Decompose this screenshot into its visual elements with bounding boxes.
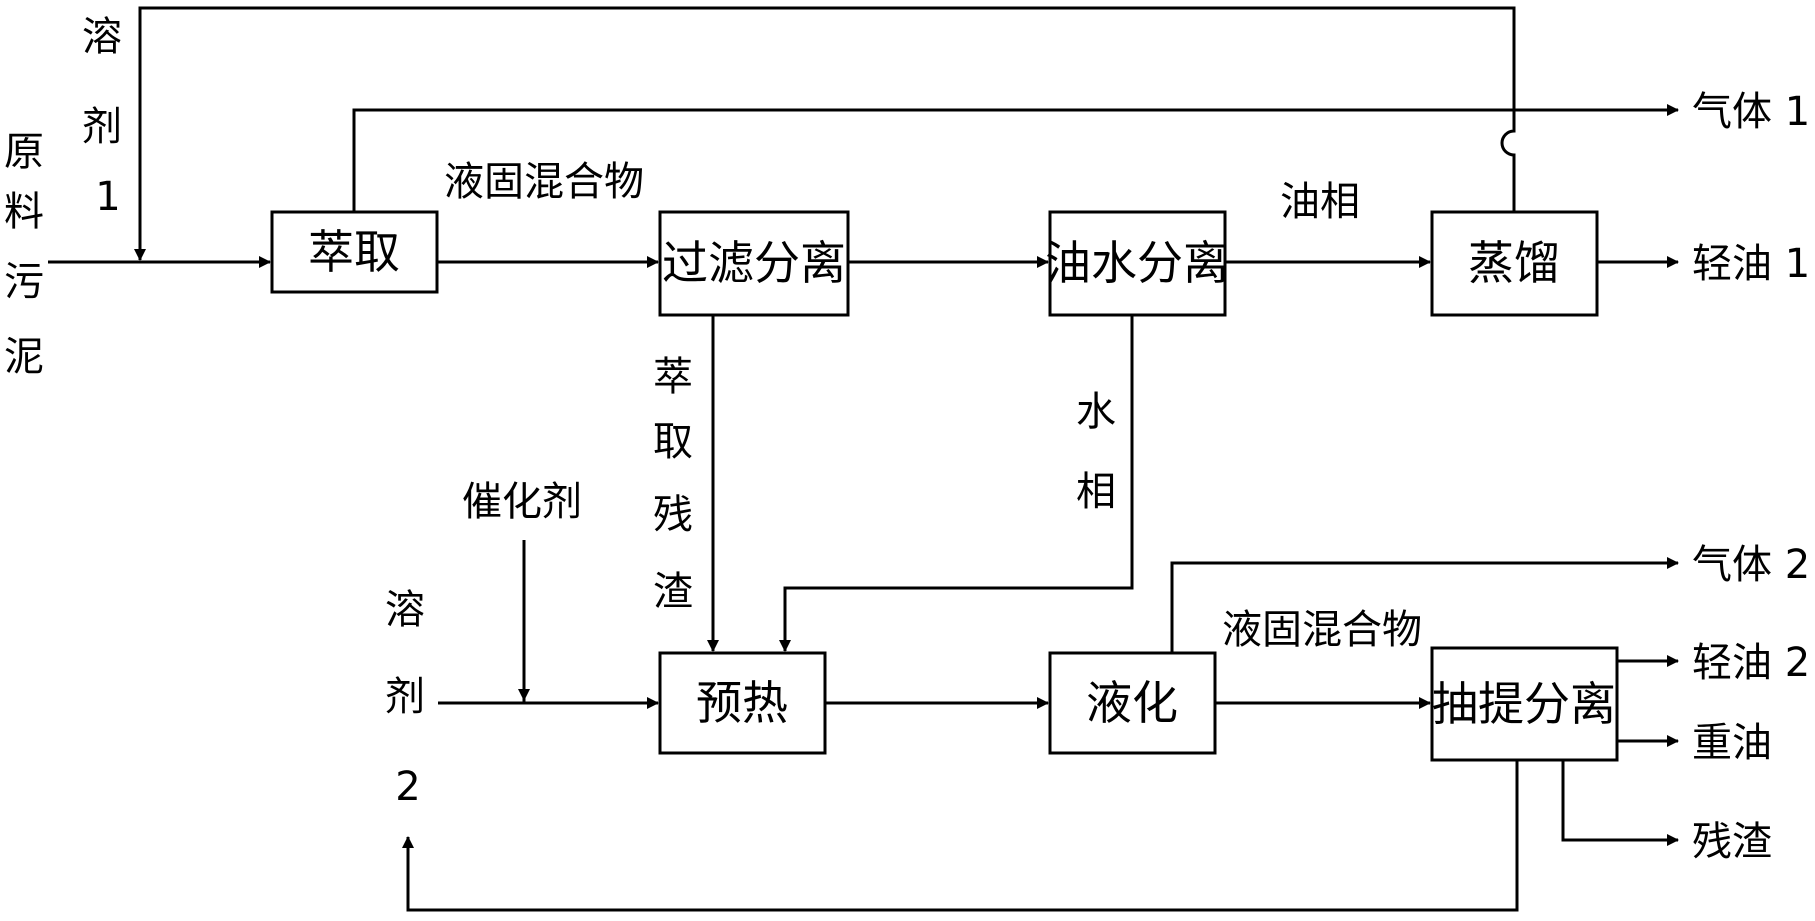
arrow-gas2 <box>1170 557 1679 653</box>
box-filtration-label: 过滤分离 <box>662 236 846 290</box>
label-light-oil2: 轻油 2 <box>1692 640 1810 686</box>
svg-text:相: 相 <box>1076 469 1116 515</box>
box-preheat: 预热 <box>658 651 827 755</box>
box-distillation-label: 蒸馏 <box>1468 236 1560 290</box>
arrow-solvent2-recycle <box>402 760 1519 912</box>
label-oil-phase: 油相 <box>1280 179 1360 225</box>
arrow-residue <box>1561 760 1679 846</box>
svg-text:原: 原 <box>4 129 44 175</box>
arrow-solvent1-recycle <box>134 6 1516 261</box>
label-solvent2: 溶 剂 2 <box>385 587 425 810</box>
svg-text:1: 1 <box>95 174 120 220</box>
arrow-water-to-preheat <box>779 315 1134 652</box>
box-liquefaction-label: 液化 <box>1086 676 1178 730</box>
arrow-gas1 <box>352 104 1679 212</box>
box-filtration: 过滤分离 <box>658 210 850 317</box>
svg-text:剂: 剂 <box>385 674 425 720</box>
label-solvent1: 溶 剂 1 <box>82 14 122 220</box>
svg-text:残: 残 <box>653 492 693 538</box>
box-extraction: 萃取 <box>270 210 439 294</box>
label-light-oil1: 轻油 1 <box>1692 241 1810 287</box>
box-oil-water-separation: 油水分离 <box>1045 210 1229 317</box>
svg-text:渣: 渣 <box>653 569 693 615</box>
label-water-phase: 水 相 <box>1076 389 1116 515</box>
label-solid-liquid-mix-1: 液固混合物 <box>444 159 644 205</box>
svg-text:2: 2 <box>395 764 420 810</box>
svg-text:污: 污 <box>4 259 44 305</box>
svg-text:溶: 溶 <box>82 14 122 60</box>
svg-text:泥: 泥 <box>4 334 44 380</box>
label-gas1: 气体 1 <box>1692 89 1810 135</box>
svg-text:萃: 萃 <box>653 354 693 400</box>
box-stripping-separation: 抽提分离 <box>1430 646 1619 762</box>
label-catalyst: 催化剂 <box>462 479 582 525</box>
svg-text:取: 取 <box>653 419 693 465</box>
box-distillation: 蒸馏 <box>1430 210 1599 317</box>
label-solid-liquid-mix-2: 液固混合物 <box>1222 607 1422 653</box>
svg-text:剂: 剂 <box>82 104 122 150</box>
label-residue: 残渣 <box>1692 819 1772 865</box>
label-heavy-oil: 重油 <box>1692 720 1772 766</box>
box-oil-water-label: 油水分离 <box>1045 236 1229 290</box>
box-preheat-label: 预热 <box>696 676 788 730</box>
box-liquefaction: 液化 <box>1048 651 1217 755</box>
svg-text:溶: 溶 <box>385 587 425 633</box>
box-extraction-label: 萃取 <box>308 225 400 279</box>
svg-text:料: 料 <box>4 189 44 235</box>
label-extraction-residue: 萃 取 残 渣 <box>653 354 693 615</box>
label-raw-sludge: 原 料 污 泥 <box>4 129 44 380</box>
svg-text:水: 水 <box>1076 389 1116 435</box>
label-gas2: 气体 2 <box>1692 542 1810 588</box>
box-stripping-label: 抽提分离 <box>1432 677 1616 731</box>
